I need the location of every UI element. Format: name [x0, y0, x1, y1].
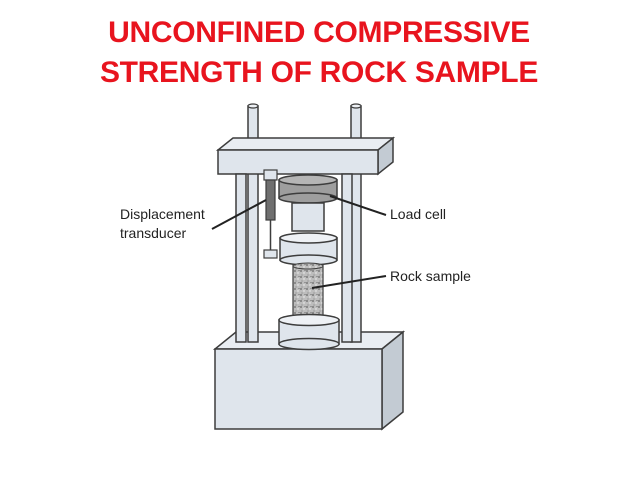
label-displacement-line-2: transducer [120, 225, 186, 241]
label-displacement-line-1: Displacement [120, 206, 205, 222]
load-cell [278, 174, 338, 204]
label-rock-sample: Rock sample [390, 268, 471, 284]
base-block [212, 330, 406, 431]
upper-piston [291, 202, 325, 232]
front-column-left [235, 173, 247, 343]
back-column-left [247, 103, 259, 343]
leader-line-transducer [211, 199, 267, 230]
upper-platen [279, 232, 338, 266]
top-crossbeam [215, 136, 396, 176]
front-column-right [341, 173, 353, 343]
rock-sample [292, 262, 324, 321]
page-title-line-1: UNCONFINED COMPRESSIVE [108, 16, 530, 49]
label-load-cell: Load cell [390, 206, 446, 222]
lower-platen [278, 313, 340, 351]
leader-line-load-cell [329, 195, 387, 216]
leader-lines [211, 195, 387, 289]
displacement-transducer [263, 169, 278, 259]
leader-line-rock-sample [311, 275, 387, 289]
page-title-line-2: STRENGTH OF ROCK SAMPLE [99, 56, 539, 89]
